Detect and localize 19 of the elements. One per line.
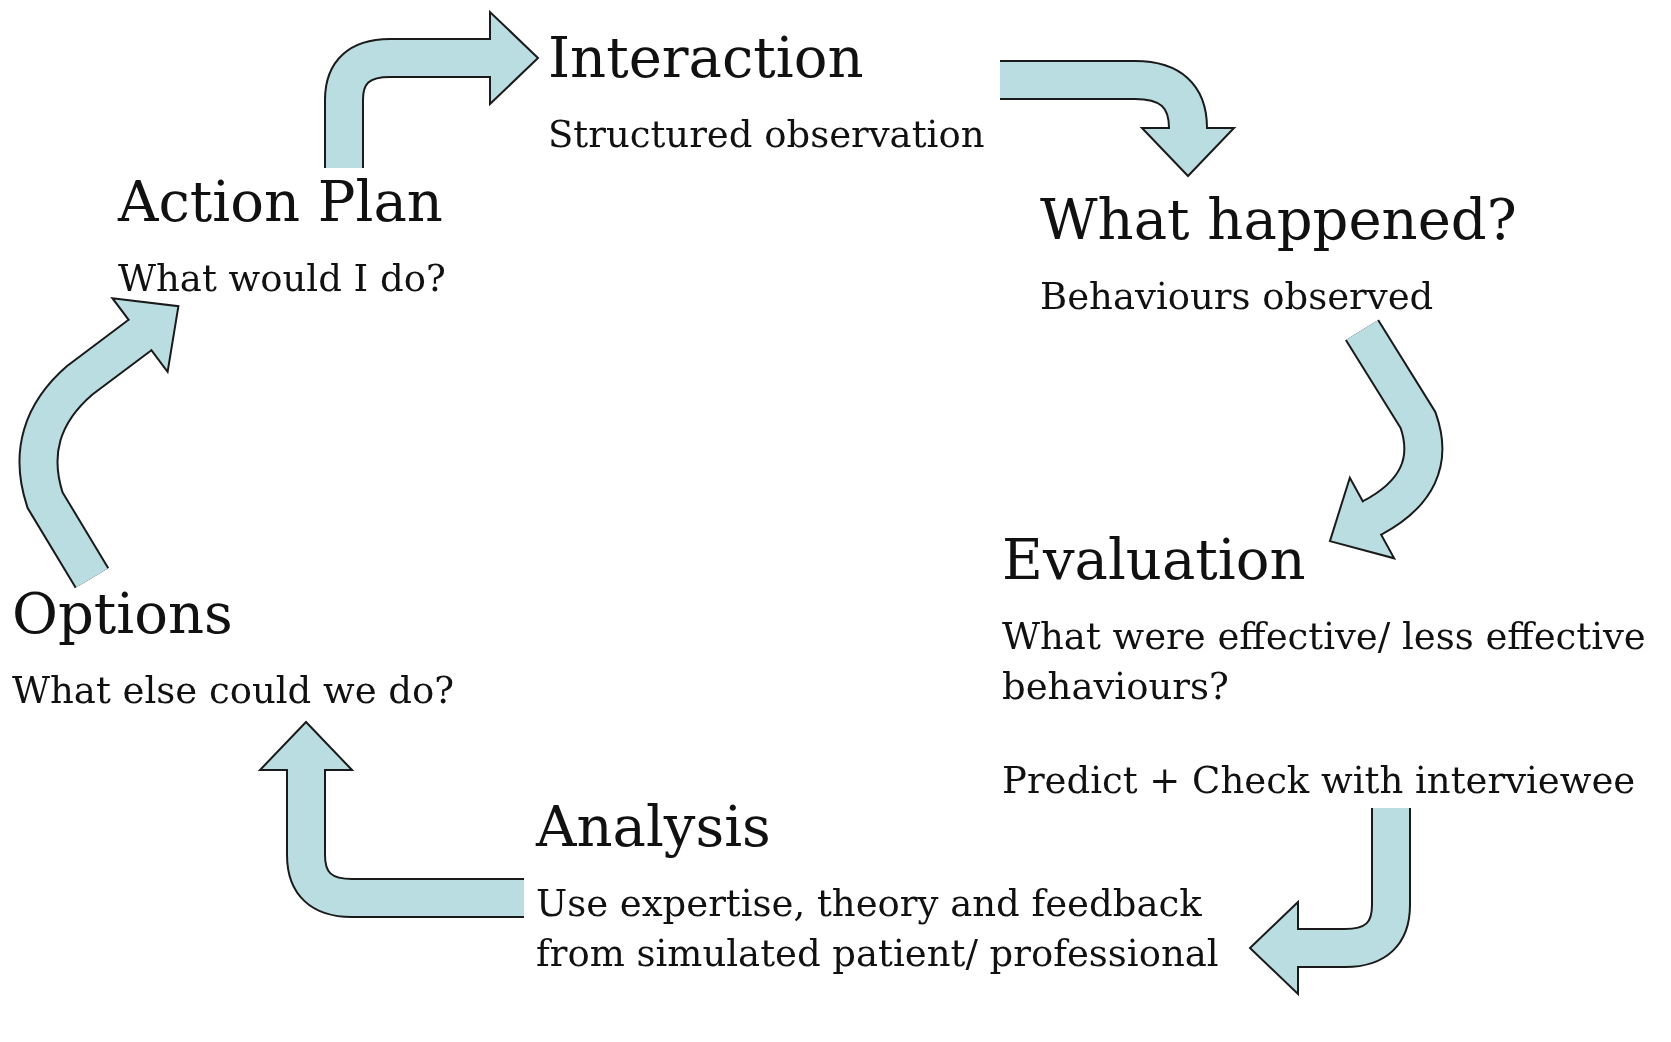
stage-description: What else could we do? [12,668,456,714]
curved-block-arrow [1248,808,1411,997]
stage-description: Structured observation [548,112,986,158]
stage-description: What were effective/ less effective behaviours? [1002,614,1647,710]
curved-block-arrow [257,720,524,918]
curved-block-arrow [18,296,180,589]
curved-block-arrow [1000,60,1237,178]
stage-heading: Interaction [548,26,865,90]
stage-heading: Action Plan [118,170,444,234]
stage-heading: Evaluation [1002,528,1307,592]
curved-block-arrow [1328,319,1444,560]
stage-description: What would I do? [118,256,447,302]
stage-description: Use expertise, theory and feedback from simulated patient/ professional [536,881,1220,977]
stage-heading: Options [12,582,234,646]
stage-description: Behaviours observed [1040,274,1435,320]
stage-description: Predict + Check with interviewee [1002,758,1637,804]
stage-heading: What happened? [1040,188,1518,252]
stage-heading: Analysis [536,795,772,859]
curved-block-arrow [324,9,540,168]
